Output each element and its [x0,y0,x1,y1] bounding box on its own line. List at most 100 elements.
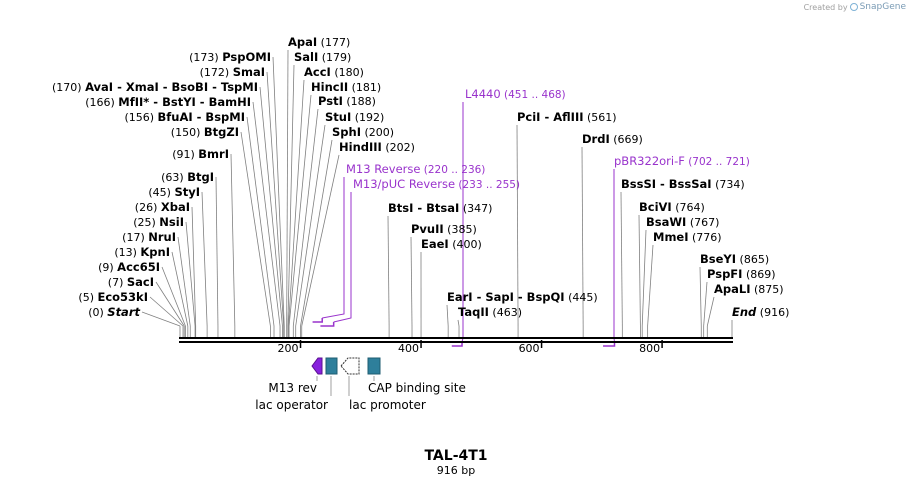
m13-rev-arrow-icon [311,357,323,375]
site-position: (25) [133,216,159,229]
site-label: PciI - AflIII (561) [517,110,617,124]
site-label: ApaLI (875) [714,282,784,296]
site-connector [292,108,319,327]
site-name: ApaI [288,35,317,49]
site-name: SalI [294,50,318,64]
site-connector [581,146,584,327]
site-position: (170) [52,81,85,94]
site-label: BssSI - BssSaI (734) [621,177,745,191]
site-connector [246,116,275,327]
site-connector [300,139,333,327]
site-position: (150) [171,126,204,139]
site-connector [185,221,196,327]
site-name: PspFI [707,267,742,281]
site-name: BseYI [700,252,736,266]
site-position: (200) [361,126,394,139]
feature-label: M13 rev [268,381,317,395]
site-name: SmaI [233,65,265,79]
credit-prefix: Created by [803,2,848,12]
site-connector [457,319,460,327]
site-connector [706,296,715,327]
site-name: Acc65I [117,260,160,274]
site-position: (166) [85,96,118,109]
site-position: (561) [584,111,617,124]
site-name: BtsI - BtsaI [388,201,459,215]
primer-name: L4440 [465,87,501,101]
site-position: (202) [382,141,415,154]
primer-label: L4440 (451 .. 468) [465,87,566,101]
site-position: (445) [565,291,598,304]
site-connector [201,191,208,327]
site-name: SacI [127,275,154,289]
site-label: End (916) [732,305,789,319]
site-position: (385) [444,223,477,236]
site-name: BmrI [198,147,229,161]
site-position: (767) [686,216,719,229]
site-label: (26) XbaI [135,200,190,214]
site-label: BciVI (764) [639,200,705,214]
site-label: (45) StyI [148,185,200,199]
site-name: XbaI [161,200,190,214]
site-position: (5) [78,291,97,304]
site-label: BtsI - BtsaI (347) [388,201,492,215]
sequence-title: TAL-4T1 [424,448,487,464]
site-label: (13) KpnI [114,245,170,259]
site-connector [288,79,305,327]
site-position: (734) [712,178,745,191]
site-label: (0) Start [88,305,140,319]
site-connector [286,49,289,327]
backbone-strand-bottom [179,341,733,343]
site-label: (172) SmaI [200,65,265,79]
site-name: KpnI [140,245,170,259]
site-position: (192) [351,111,384,124]
site-label: HindIII (202) [339,140,415,154]
site-position: (0) [88,306,107,319]
primer-label: M13 Reverse (220 .. 236) [346,162,485,176]
site-name: PvuII [411,222,444,236]
primer-range: (233 .. 255) [455,179,520,191]
primer-name: pBR322ori-F [614,154,685,168]
site-name: Eco53kI [97,290,148,304]
site-name: End [732,305,757,319]
site-position: (7) [108,276,127,289]
primer-label: M13/pUC Reverse (233 .. 255) [353,177,520,191]
site-name: BsaWI [646,215,686,229]
site-label: (156) BfuAI - BspMI [124,110,245,124]
site-connector [215,176,219,327]
site-name: BfuAI - BspMI [158,110,245,124]
site-name: BssSI - BssSaI [621,177,712,191]
site-connector [259,86,283,327]
site-label: DrdI (669) [582,132,643,146]
site-connector [410,236,413,327]
site-position: (13) [114,246,140,259]
site-connector [638,214,641,327]
site-position: (764) [672,201,705,214]
site-name: EaeI [421,237,449,251]
site-position: (776) [689,231,722,244]
site-connector [252,101,281,327]
site-position: (180) [331,66,364,79]
site-position: (179) [318,51,351,64]
feature-label: CAP binding site [368,381,466,395]
ruler-tick-label: 400 [398,342,419,355]
site-position: (181) [348,81,381,94]
snapgene-logo-icon [849,3,858,11]
site-position: (400) [449,238,482,251]
site-label: ApaI (177) [288,35,350,49]
site-connector [161,266,186,327]
site-name: BtgI [187,170,214,184]
site-label: PvuII (385) [411,222,477,236]
credit-watermark: Created by SnapGene [804,2,906,12]
site-label: StuI (192) [325,110,384,124]
site-name: MfII* - BstYI - BamHI [118,95,251,109]
site-label: SphI (200) [332,125,394,139]
site-name: NruI [148,230,176,244]
site-label: (17) NruI [122,230,176,244]
site-connector [295,124,326,327]
site-label: SalI (179) [294,50,351,64]
primer-name: M13 Reverse [346,162,420,176]
site-name: SphI [332,125,361,139]
site-connector [230,153,236,327]
site-connector [266,71,285,327]
site-label: (166) MfII* - BstYI - BamHI [85,95,251,109]
